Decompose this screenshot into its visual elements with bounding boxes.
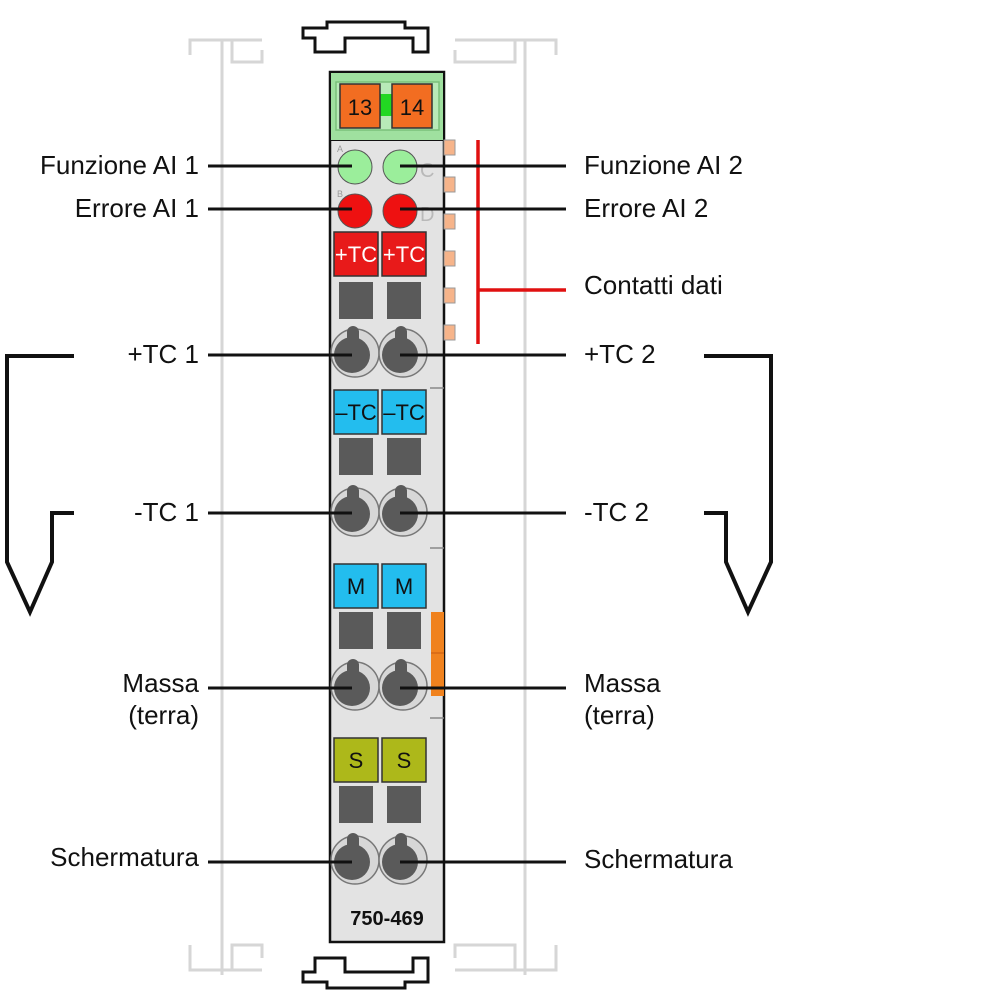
model-number: 750-469: [350, 908, 423, 930]
svg-text:–TC: –TC: [335, 400, 377, 425]
svg-text:M: M: [347, 574, 365, 599]
label-errore-ai-1: Errore AI 1: [75, 193, 199, 223]
label-funzione-ai-2: Funzione AI 2: [584, 150, 743, 180]
thermocouple-symbol-left: [5, 354, 74, 617]
label-plus-tc-2: +TC 2: [584, 339, 656, 369]
svg-text:A: A: [337, 144, 343, 154]
label-minus-tc-2: -TC 2: [584, 497, 649, 527]
svg-text:S: S: [397, 748, 412, 773]
svg-text:B: B: [337, 189, 343, 199]
svg-text:D: D: [420, 204, 434, 226]
label-schermatura-1: Schermatura: [50, 842, 199, 872]
label-contatti-dati: Contatti dati: [584, 270, 723, 300]
svg-text:C: C: [420, 160, 434, 182]
label-massa-1: Massa: [122, 668, 199, 698]
led-error-ai2: [382, 193, 418, 229]
svg-text:M: M: [395, 574, 413, 599]
svg-text:–TC: –TC: [383, 400, 425, 425]
label-plus-tc-1: +TC 1: [127, 339, 199, 369]
label-minus-tc-1: -TC 1: [134, 497, 199, 527]
svg-text:13: 13: [348, 95, 372, 120]
leader-lines: [208, 164, 566, 864]
label-terra-1: (terra): [128, 700, 199, 730]
terminal-group-plus-tc: +TC +TC: [330, 231, 428, 378]
contact-13: 13: [339, 83, 381, 129]
label-schermatura-2: Schermatura: [584, 844, 733, 874]
svg-text:S: S: [349, 748, 364, 773]
label-terra-2: (terra): [584, 700, 655, 730]
svg-text:14: 14: [400, 95, 424, 120]
power-jumper-contact: [431, 612, 444, 696]
label-funzione-ai-1: Funzione AI 1: [40, 150, 199, 180]
neighbor-module-outlines: [188, 38, 558, 975]
led-error-ai1: [337, 193, 373, 229]
label-massa-2: Massa: [584, 668, 661, 698]
svg-text:+TC: +TC: [335, 242, 377, 267]
thermocouple-symbol-right: [704, 354, 773, 617]
label-errore-ai-2: Errore AI 2: [584, 193, 708, 223]
svg-text:+TC: +TC: [383, 242, 425, 267]
din-rail-clip-top: [301, 20, 430, 54]
data-contacts-bracket: [476, 140, 566, 344]
contact-14: 14: [391, 83, 433, 129]
data-contacts: [443, 139, 456, 341]
din-rail-clip-bottom: [301, 956, 430, 990]
